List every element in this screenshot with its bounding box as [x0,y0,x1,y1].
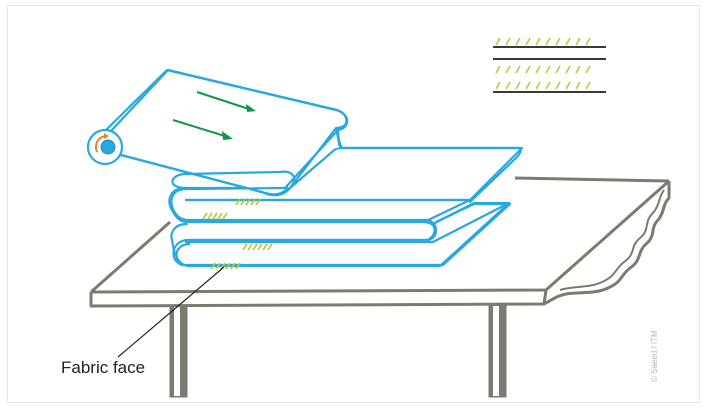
layer-legend-icon [493,37,606,93]
hatch-group-1 [235,198,261,206]
fabric-face-pointer-line [117,266,225,358]
hatch-group-3 [242,243,273,251]
direction-arrow-icon [172,119,233,140]
fabric-face-hatching [202,198,273,270]
diagram-frame [7,5,700,403]
direction-arrows [172,91,256,140]
direction-arrow-icon [196,91,256,112]
fabric-layer-middle-fold [422,199,471,241]
table-leg-right-shade [493,306,499,396]
image-credit: © Saeed / ITM [650,330,659,382]
roller-icon [86,128,124,166]
fabric-top-sheet [109,68,522,267]
table-top [89,176,671,308]
hatch-group-4 [210,262,241,270]
table-back-left-edge [90,220,171,294]
table-torn-edge-inner [559,189,665,291]
hatch-group-2 [202,212,228,220]
table-legs [169,304,507,398]
table-front-thickness [89,289,548,308]
table-leg-left-shade [174,306,180,396]
fabric-face-label: Fabric face [61,358,146,377]
table-back-right-edge [514,176,670,183]
table-torn-edge [543,181,671,306]
